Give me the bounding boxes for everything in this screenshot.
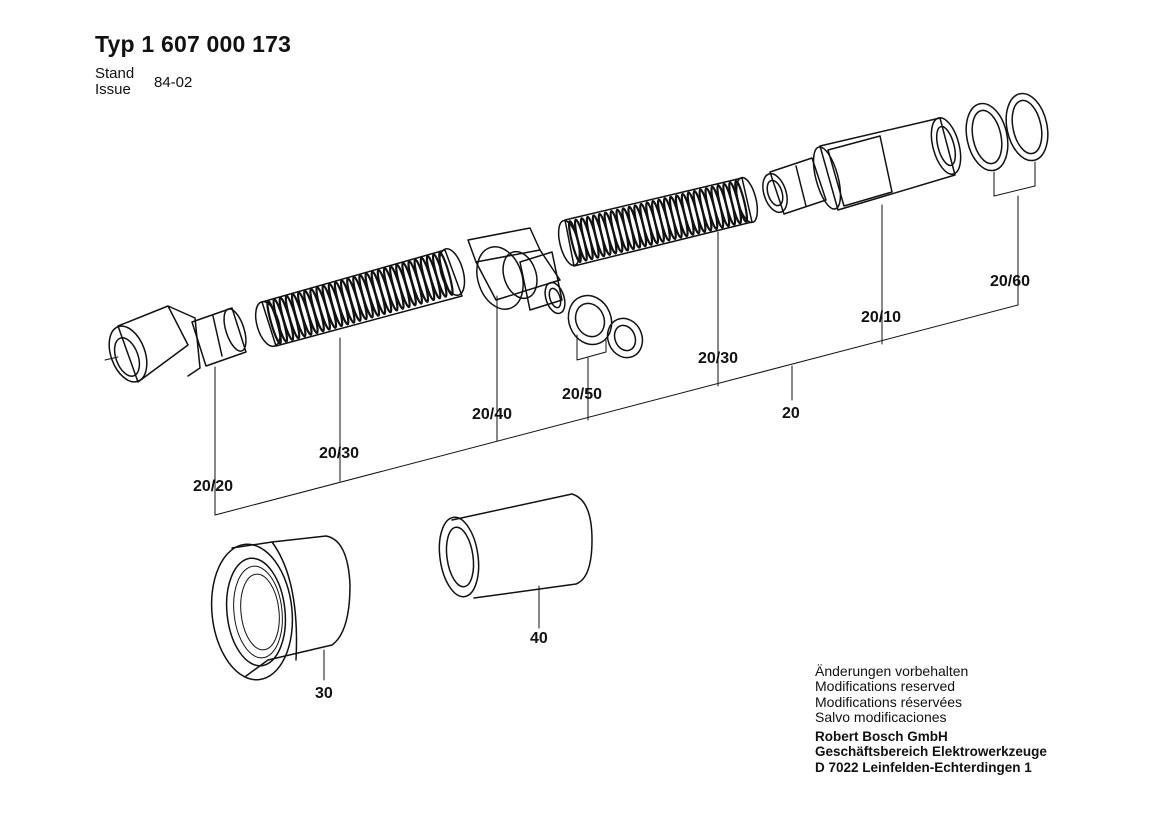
- label-20-40: 20/40: [472, 406, 512, 423]
- leader-lines: [214, 161, 1036, 681]
- company-division: Geschäftsbereich Elektrowerkzeuge: [815, 744, 1047, 760]
- issue-label: Issue: [95, 81, 131, 98]
- part-20-40-connector: [467, 227, 566, 315]
- label-20-50: 20/50: [562, 386, 602, 403]
- part-20-30-hose-left: [254, 247, 466, 348]
- label-20-60: 20/60: [990, 273, 1030, 290]
- label-20-30-right: 20/30: [698, 350, 738, 367]
- company-address: D 7022 Leinfelden-Echterdingen 1: [815, 759, 1032, 775]
- stand-label: Stand: [95, 65, 135, 82]
- label-20: 20: [782, 405, 800, 422]
- part-30-threaded-adapter: [210, 535, 351, 681]
- part-20-60-rings: [965, 92, 1049, 172]
- part-hose-barb-left: [191, 307, 247, 367]
- part-40-tube-sleeve: [438, 493, 593, 599]
- part-20-50-seal-rings: [567, 294, 644, 359]
- part-20-30-hose-right: [557, 176, 759, 267]
- part-20-10-coupling: [812, 117, 962, 211]
- label-20-30-left: 20/30: [319, 445, 359, 462]
- part-hose-barb-right: [762, 157, 827, 215]
- page-title: Typ 1 607 000 173: [95, 31, 292, 57]
- note-de: Änderungen vorbehalten: [815, 663, 969, 679]
- label-20-20: 20/20: [193, 478, 233, 495]
- label-20-10: 20/10: [861, 309, 901, 326]
- company-block: Robert Bosch GmbH Geschäftsbereich Elekt…: [815, 729, 1047, 775]
- note-en: Modifications reserved: [815, 678, 956, 695]
- stand-issue-labels: Stand Issue: [95, 66, 134, 98]
- note-es: Salvo modificaciones: [815, 708, 947, 725]
- company-name: Robert Bosch GmbH: [815, 729, 948, 745]
- issue-value: 84-02: [154, 74, 193, 91]
- footer-notice: Änderungen vorbehalten Modifications res…: [815, 663, 1047, 775]
- part-20-20-end-cap: [104, 305, 201, 383]
- hose-ridge: [438, 251, 454, 296]
- label-40: 40: [530, 630, 548, 647]
- note-fr: Modifications réservées: [815, 693, 963, 710]
- label-30: 30: [315, 685, 333, 702]
